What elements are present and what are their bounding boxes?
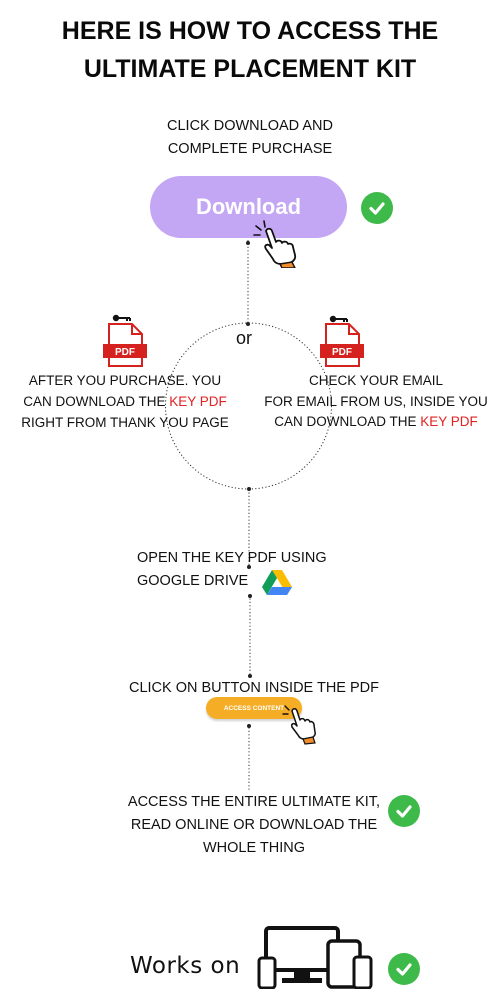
check-icon <box>388 953 420 985</box>
key-icon <box>112 310 132 328</box>
works-on-label: Works on <box>130 953 241 979</box>
pdf-label: PDF <box>332 347 352 358</box>
right-option-line1: CHECK YOUR EMAIL <box>308 373 444 388</box>
right-option-line2: FOR EMAIL FROM US, INSIDE YOU <box>264 393 488 409</box>
key-pdf-highlight: KEY PDF <box>420 414 478 429</box>
step1-line2: COMPLETE PURCHASE <box>167 141 333 157</box>
check-icon <box>388 795 420 827</box>
left-option-line1: AFTER YOU PURCHASE. YOU <box>28 373 222 388</box>
right-option-line3: CAN DOWNLOAD THE KEY PDF <box>252 412 500 433</box>
left-option-line2: CAN DOWNLOAD THE KEY PDF <box>0 391 250 412</box>
step3-line1: OPEN THE KEY PDF USING <box>137 550 327 566</box>
pdf-file-icon: PDF <box>102 322 148 373</box>
left-option-text: AFTER YOU PURCHASE. YOU CAN DOWNLOAD THE… <box>0 370 250 433</box>
google-drive-icon <box>261 569 293 602</box>
step1-line1: CLICK DOWNLOAD AND <box>167 118 333 134</box>
step5-line1: ACCESS THE ENTIRE ULTIMATE KIT, <box>127 794 381 810</box>
step5-line3: WHOLE THING <box>202 840 306 856</box>
devices-icon <box>256 925 374 994</box>
step1-text: CLICK DOWNLOAD AND COMPLETE PURCHASE <box>100 115 400 161</box>
step5-line2: READ ONLINE OR DOWNLOAD THE <box>130 817 378 833</box>
page-title-line2: ULTIMATE PLACEMENT KIT <box>83 55 417 83</box>
right-option-text: CHECK YOUR EMAIL FOR EMAIL FROM US, INSI… <box>252 371 500 433</box>
step4-text: CLICK ON BUTTON INSIDE THE PDF <box>128 680 380 696</box>
key-icon <box>329 311 349 329</box>
step3-line2: GOOGLE DRIVE <box>137 573 249 589</box>
pdf-label: PDF <box>115 347 135 358</box>
or-label: or <box>236 328 253 348</box>
access-content-button[interactable]: ACCESS CONTENT <box>206 697 302 719</box>
left-option-line3: RIGHT FROM THANK YOU PAGE <box>21 415 229 430</box>
step5-text: ACCESS THE ENTIRE ULTIMATE KIT, READ ONL… <box>100 791 408 860</box>
page-title-line1: HERE IS HOW TO ACCESS THE <box>61 17 439 45</box>
key-pdf-highlight: KEY PDF <box>169 394 227 409</box>
pointing-hand-icon <box>282 703 318 752</box>
pointing-hand-icon <box>252 220 304 273</box>
check-icon <box>361 192 393 224</box>
pdf-file-icon: PDF <box>319 322 365 373</box>
left-option-line2-text: CAN DOWNLOAD THE <box>23 394 170 409</box>
download-button[interactable]: Download <box>150 176 347 238</box>
right-option-line3-text: CAN DOWNLOAD THE <box>274 414 421 429</box>
